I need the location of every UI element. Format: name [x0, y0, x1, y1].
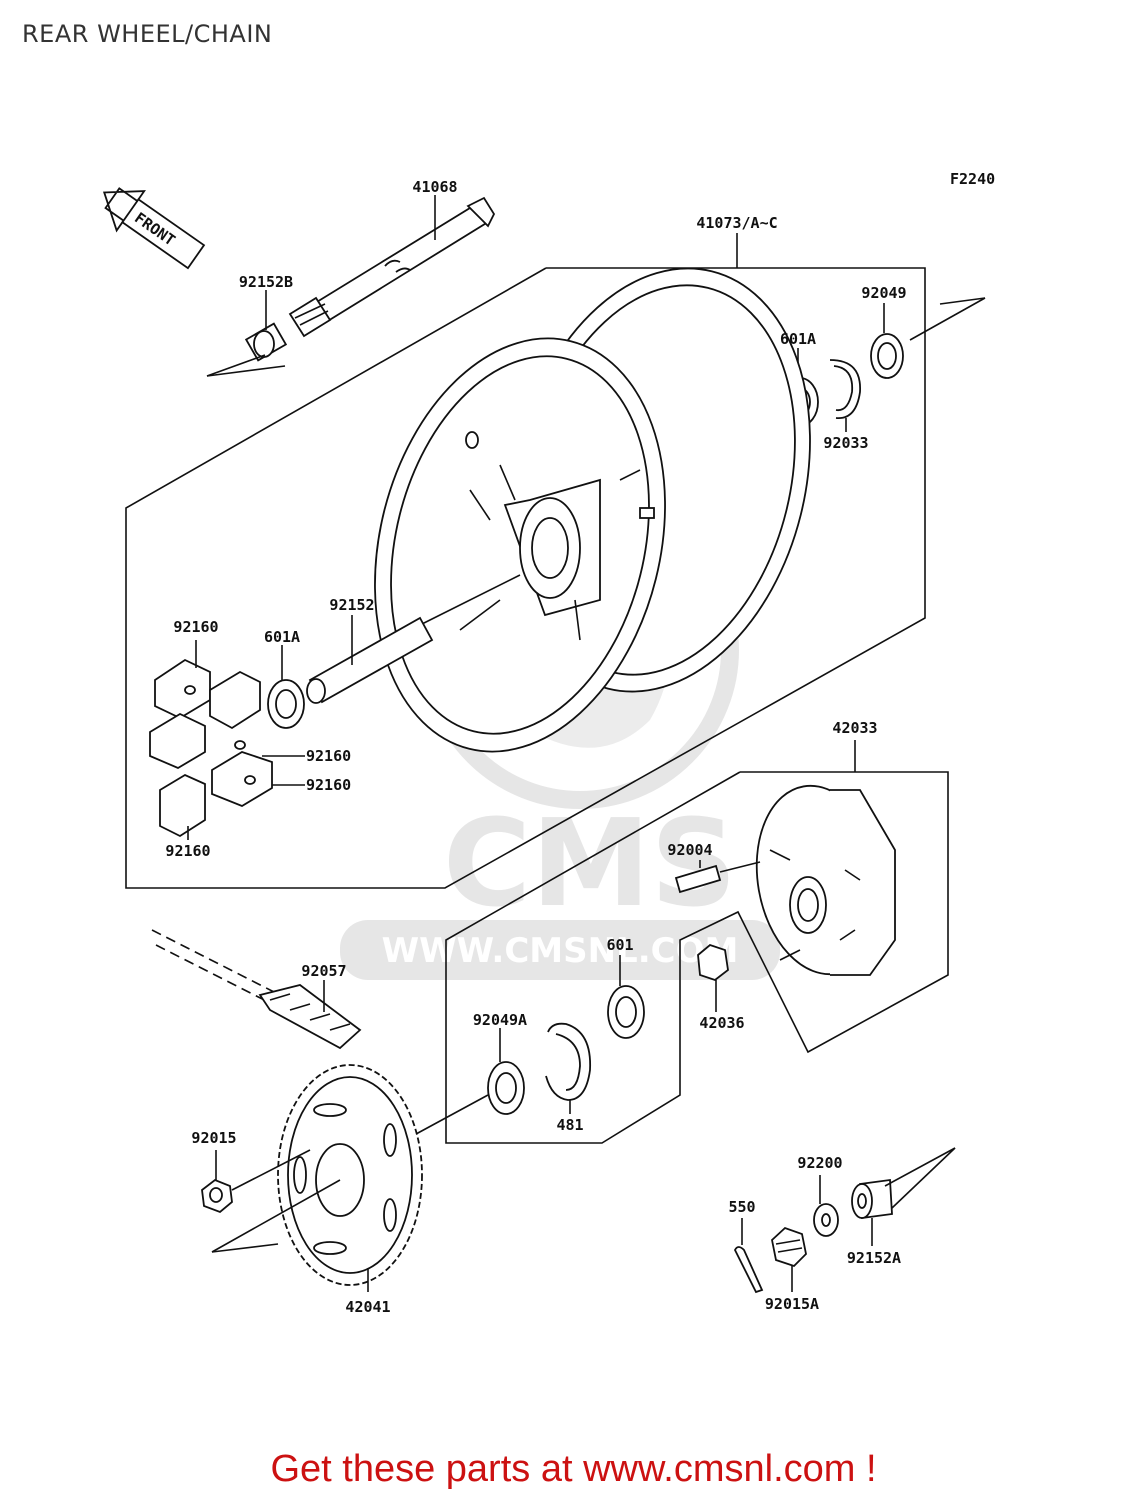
label-92033: 92033	[823, 434, 868, 452]
seal-92049	[870, 297, 986, 379]
hub-group-outline	[445, 771, 949, 1144]
label-92160-c: 92160	[306, 776, 351, 794]
label-92200: 92200	[797, 1154, 842, 1172]
stud-92004	[674, 860, 761, 894]
label-550: 550	[728, 1198, 755, 1216]
footer-link[interactable]: Get these parts at www.cmsnl.com !	[270, 1448, 877, 1490]
castle-nut-92015A	[771, 1226, 807, 1292]
part-labels: 41068 41073/A~C 92152B 92049 601A 92033 …	[165, 178, 906, 1316]
label-42033: 42033	[832, 719, 877, 737]
sprocket-hub	[755, 784, 896, 976]
seal-92049A	[404, 1028, 525, 1141]
exploded-parts-diagram: CMS WWW.CMSNL.COM F2240 FRONT	[102, 170, 995, 1316]
label-92015A: 92015A	[765, 1295, 819, 1313]
collar-92152A	[851, 1147, 956, 1246]
label-92160-b: 92160	[306, 747, 351, 765]
rear-sprocket	[211, 1064, 423, 1292]
axle	[288, 195, 496, 338]
bearing-601	[607, 955, 645, 1039]
circlip-92033	[829, 359, 861, 432]
label-42041: 42041	[345, 1298, 390, 1316]
cotter-pin-550	[733, 1218, 764, 1294]
label-92004: 92004	[667, 841, 712, 859]
label-92152: 92152	[329, 596, 374, 614]
collar-92152	[306, 615, 434, 704]
label-92152B: 92152B	[239, 273, 293, 291]
washer-92200	[813, 1175, 839, 1237]
label-92049: 92049	[861, 284, 906, 302]
label-601A-left: 601A	[264, 628, 300, 646]
label-92152A: 92152A	[847, 1249, 901, 1267]
label-92160-a: 92160	[173, 618, 218, 636]
label-41068: 41068	[412, 178, 457, 196]
rear-wheel	[374, 267, 811, 753]
label-92057: 92057	[301, 962, 346, 980]
wheel-group-outline	[125, 267, 926, 889]
label-42036: 42036	[699, 1014, 744, 1032]
nut-92015	[201, 1149, 311, 1214]
label-41073: 41073/A~C	[696, 214, 777, 232]
drive-chain	[151, 929, 362, 1050]
watermark-url: WWW.CMSNL.COM	[382, 931, 739, 971]
label-92015: 92015	[191, 1129, 236, 1147]
circlip-481	[545, 1022, 591, 1114]
page-title: REAR WHEEL/CHAIN	[22, 20, 273, 48]
label-92049A: 92049A	[473, 1011, 527, 1029]
figure-code: F2240	[950, 170, 995, 188]
damper-set-92160	[149, 640, 305, 840]
label-601A-top: 601A	[780, 330, 816, 348]
bearing-601A-left	[267, 645, 305, 729]
watermark-logo: CMS	[443, 795, 737, 934]
front-arrow-icon: FRONT	[102, 187, 206, 270]
label-92160-d: 92160	[165, 842, 210, 860]
collar-92152B	[206, 290, 288, 377]
label-601: 601	[606, 936, 633, 954]
nut-42036	[697, 943, 729, 1012]
label-481: 481	[556, 1116, 583, 1134]
